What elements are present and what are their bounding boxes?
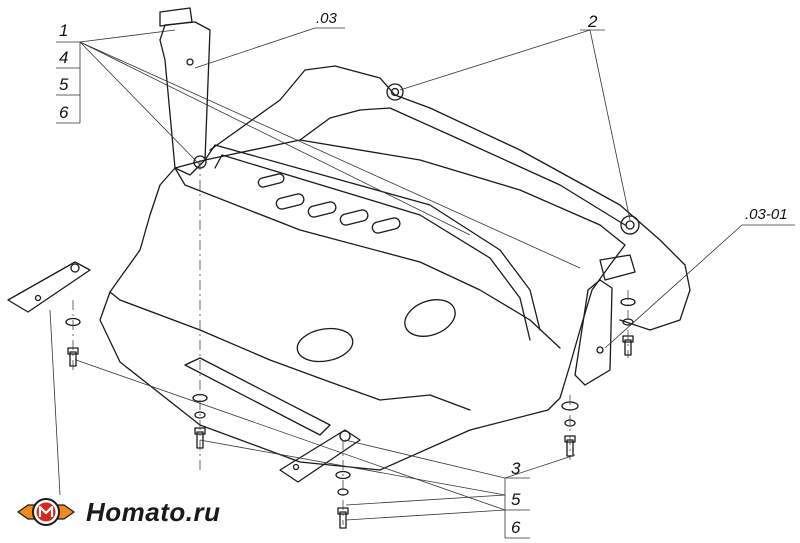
plate-rear-fold	[299, 107, 626, 226]
left-bracket	[159, 21, 211, 176]
front-strip	[184, 357, 331, 436]
vent-slot	[307, 201, 337, 218]
mount-nut	[625, 220, 635, 230]
leader-3	[344, 439, 506, 479]
leader-0301	[604, 224, 743, 349]
bolt	[69, 351, 77, 367]
bolt	[196, 431, 204, 449]
washer	[194, 411, 206, 419]
vent-slot	[257, 173, 285, 188]
homato-logo-icon	[16, 498, 76, 526]
plate-rear-section	[209, 65, 691, 331]
leader-1	[79, 41, 581, 269]
leader-2	[589, 29, 631, 221]
leader-left-bottom	[49, 309, 61, 496]
leader-1	[79, 41, 201, 166]
plate-front-lip	[109, 291, 471, 411]
label-code-03-01: .03-01	[745, 206, 788, 223]
label-5-bottom: 5	[511, 490, 521, 509]
leader-5	[345, 494, 506, 506]
label-2: 2	[588, 12, 598, 31]
cross-bar	[214, 154, 531, 341]
vent-slot	[275, 193, 305, 210]
cross-bar	[204, 144, 541, 331]
mount-nut	[390, 87, 400, 97]
label-3: 3	[511, 459, 521, 478]
plate-fold-line	[174, 167, 561, 349]
bracket-bolt	[186, 58, 194, 66]
leader-5	[199, 439, 506, 496]
left-bracket-tab	[159, 7, 193, 27]
bolt	[339, 511, 347, 529]
bottom-tab	[279, 429, 361, 483]
left-tab	[7, 261, 91, 313]
label-5: 5	[59, 75, 69, 94]
leader-1	[79, 29, 176, 43]
tab-hole	[70, 263, 80, 273]
brand-name: Homato.ru	[86, 496, 221, 527]
tab-hole	[339, 430, 351, 442]
label-code-03: .03	[316, 10, 337, 27]
label-6: 6	[59, 103, 69, 122]
label-4: 4	[59, 48, 69, 67]
washer	[335, 470, 351, 480]
right-bracket-tab	[599, 254, 636, 281]
drain-hole	[296, 327, 354, 363]
brand[interactable]: Homato.ru	[14, 495, 221, 529]
leader-6	[75, 359, 506, 511]
leader-3	[504, 454, 576, 479]
leader-6	[345, 509, 506, 521]
mount-nut	[386, 83, 404, 101]
drain-hole	[404, 299, 456, 337]
tab-hole	[292, 463, 300, 471]
leader-2	[399, 29, 591, 91]
vent-slot	[339, 209, 369, 226]
mount-nut	[620, 215, 640, 235]
tab-hole	[34, 294, 42, 302]
label-6-bottom: 6	[511, 518, 521, 537]
leader-03	[194, 27, 316, 69]
leader-1	[79, 41, 471, 236]
skid-plate	[99, 139, 626, 471]
label-1: 1	[59, 21, 69, 40]
bracket-bolt	[596, 346, 604, 354]
right-bracket	[574, 279, 613, 386]
vent-slot	[371, 217, 401, 234]
bolt	[624, 339, 632, 356]
